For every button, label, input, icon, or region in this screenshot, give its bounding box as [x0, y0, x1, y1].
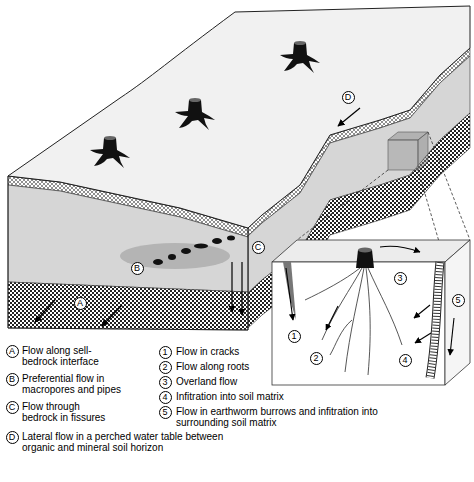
callout-number: 3 [394, 272, 407, 285]
flow-arrow [231, 262, 232, 312]
macropore [194, 244, 208, 249]
macropore [212, 238, 222, 244]
legend-key: 2 [159, 361, 172, 374]
inset-front [272, 262, 445, 385]
stump [356, 250, 374, 268]
callout-letter: B [131, 262, 144, 275]
flow-arrow [241, 262, 242, 315]
earthworm-burrow [430, 262, 440, 378]
legend-text: Flow in cracks [176, 346, 396, 357]
bedrock-layer [8, 282, 248, 330]
callout-number: 2 [310, 352, 323, 365]
legend-text: Lateral flow in a perched water table be… [22, 431, 244, 453]
flow-arrow [102, 305, 122, 326]
flow-arrow [326, 306, 338, 330]
legend-key: D [6, 431, 19, 444]
legend-key: C [6, 401, 19, 414]
root [345, 268, 364, 372]
callout-number: 5 [452, 294, 465, 307]
flow-arrow [415, 333, 431, 343]
legend-key: 3 [159, 376, 172, 389]
root [305, 268, 360, 300]
callout-letter: C [252, 241, 265, 254]
macropore [153, 259, 163, 265]
inset-side [445, 240, 470, 385]
legend-text: Preferential flow in macropores and pipe… [22, 373, 127, 395]
macropore [181, 248, 191, 254]
roots [305, 268, 402, 375]
legend-key: 5 [159, 406, 172, 419]
root [366, 268, 370, 375]
tree-stump [90, 136, 130, 168]
flow-arrow [35, 300, 55, 322]
root [322, 268, 362, 340]
legend-key: 1 [159, 346, 172, 359]
legend-text: Flow along sell-bedrock interface [22, 345, 112, 367]
macropore [227, 236, 235, 241]
flow-arrow [286, 268, 293, 320]
macropore [168, 254, 176, 260]
flow-arrow [380, 246, 420, 252]
tree-stump [175, 98, 215, 130]
legend-text: Flow through bedrock in fissures [22, 401, 114, 423]
legend-key: B [6, 373, 19, 386]
legend-text: Flow in earthworm burrows and infitratio… [176, 406, 398, 428]
legend-text: Overland flow [176, 376, 396, 387]
flow-arrow [450, 318, 454, 355]
callout-number: 4 [399, 354, 412, 367]
legend-key: 4 [159, 391, 172, 404]
earthworm-burrow [430, 262, 440, 378]
earthworm-burrow [430, 262, 440, 378]
callout-letter: A [74, 297, 87, 310]
dashed-leader [297, 170, 388, 240]
callout-letter: D [342, 91, 355, 104]
callout-number: 1 [288, 330, 301, 343]
legend-text: Infitration into soil matrix [176, 391, 396, 402]
tree-stump [280, 41, 320, 73]
flow-arrow [414, 305, 430, 318]
sample-cube [418, 132, 428, 170]
legend-key: A [6, 345, 19, 358]
legend-text: Flow along roots [176, 361, 396, 372]
sample-cube [388, 140, 418, 170]
flow-arrow [338, 108, 360, 126]
stump-top [358, 248, 372, 253]
dashed-leader [428, 132, 470, 240]
ground-surface [8, 6, 470, 228]
soil-crack [283, 262, 296, 320]
root [330, 320, 352, 355]
